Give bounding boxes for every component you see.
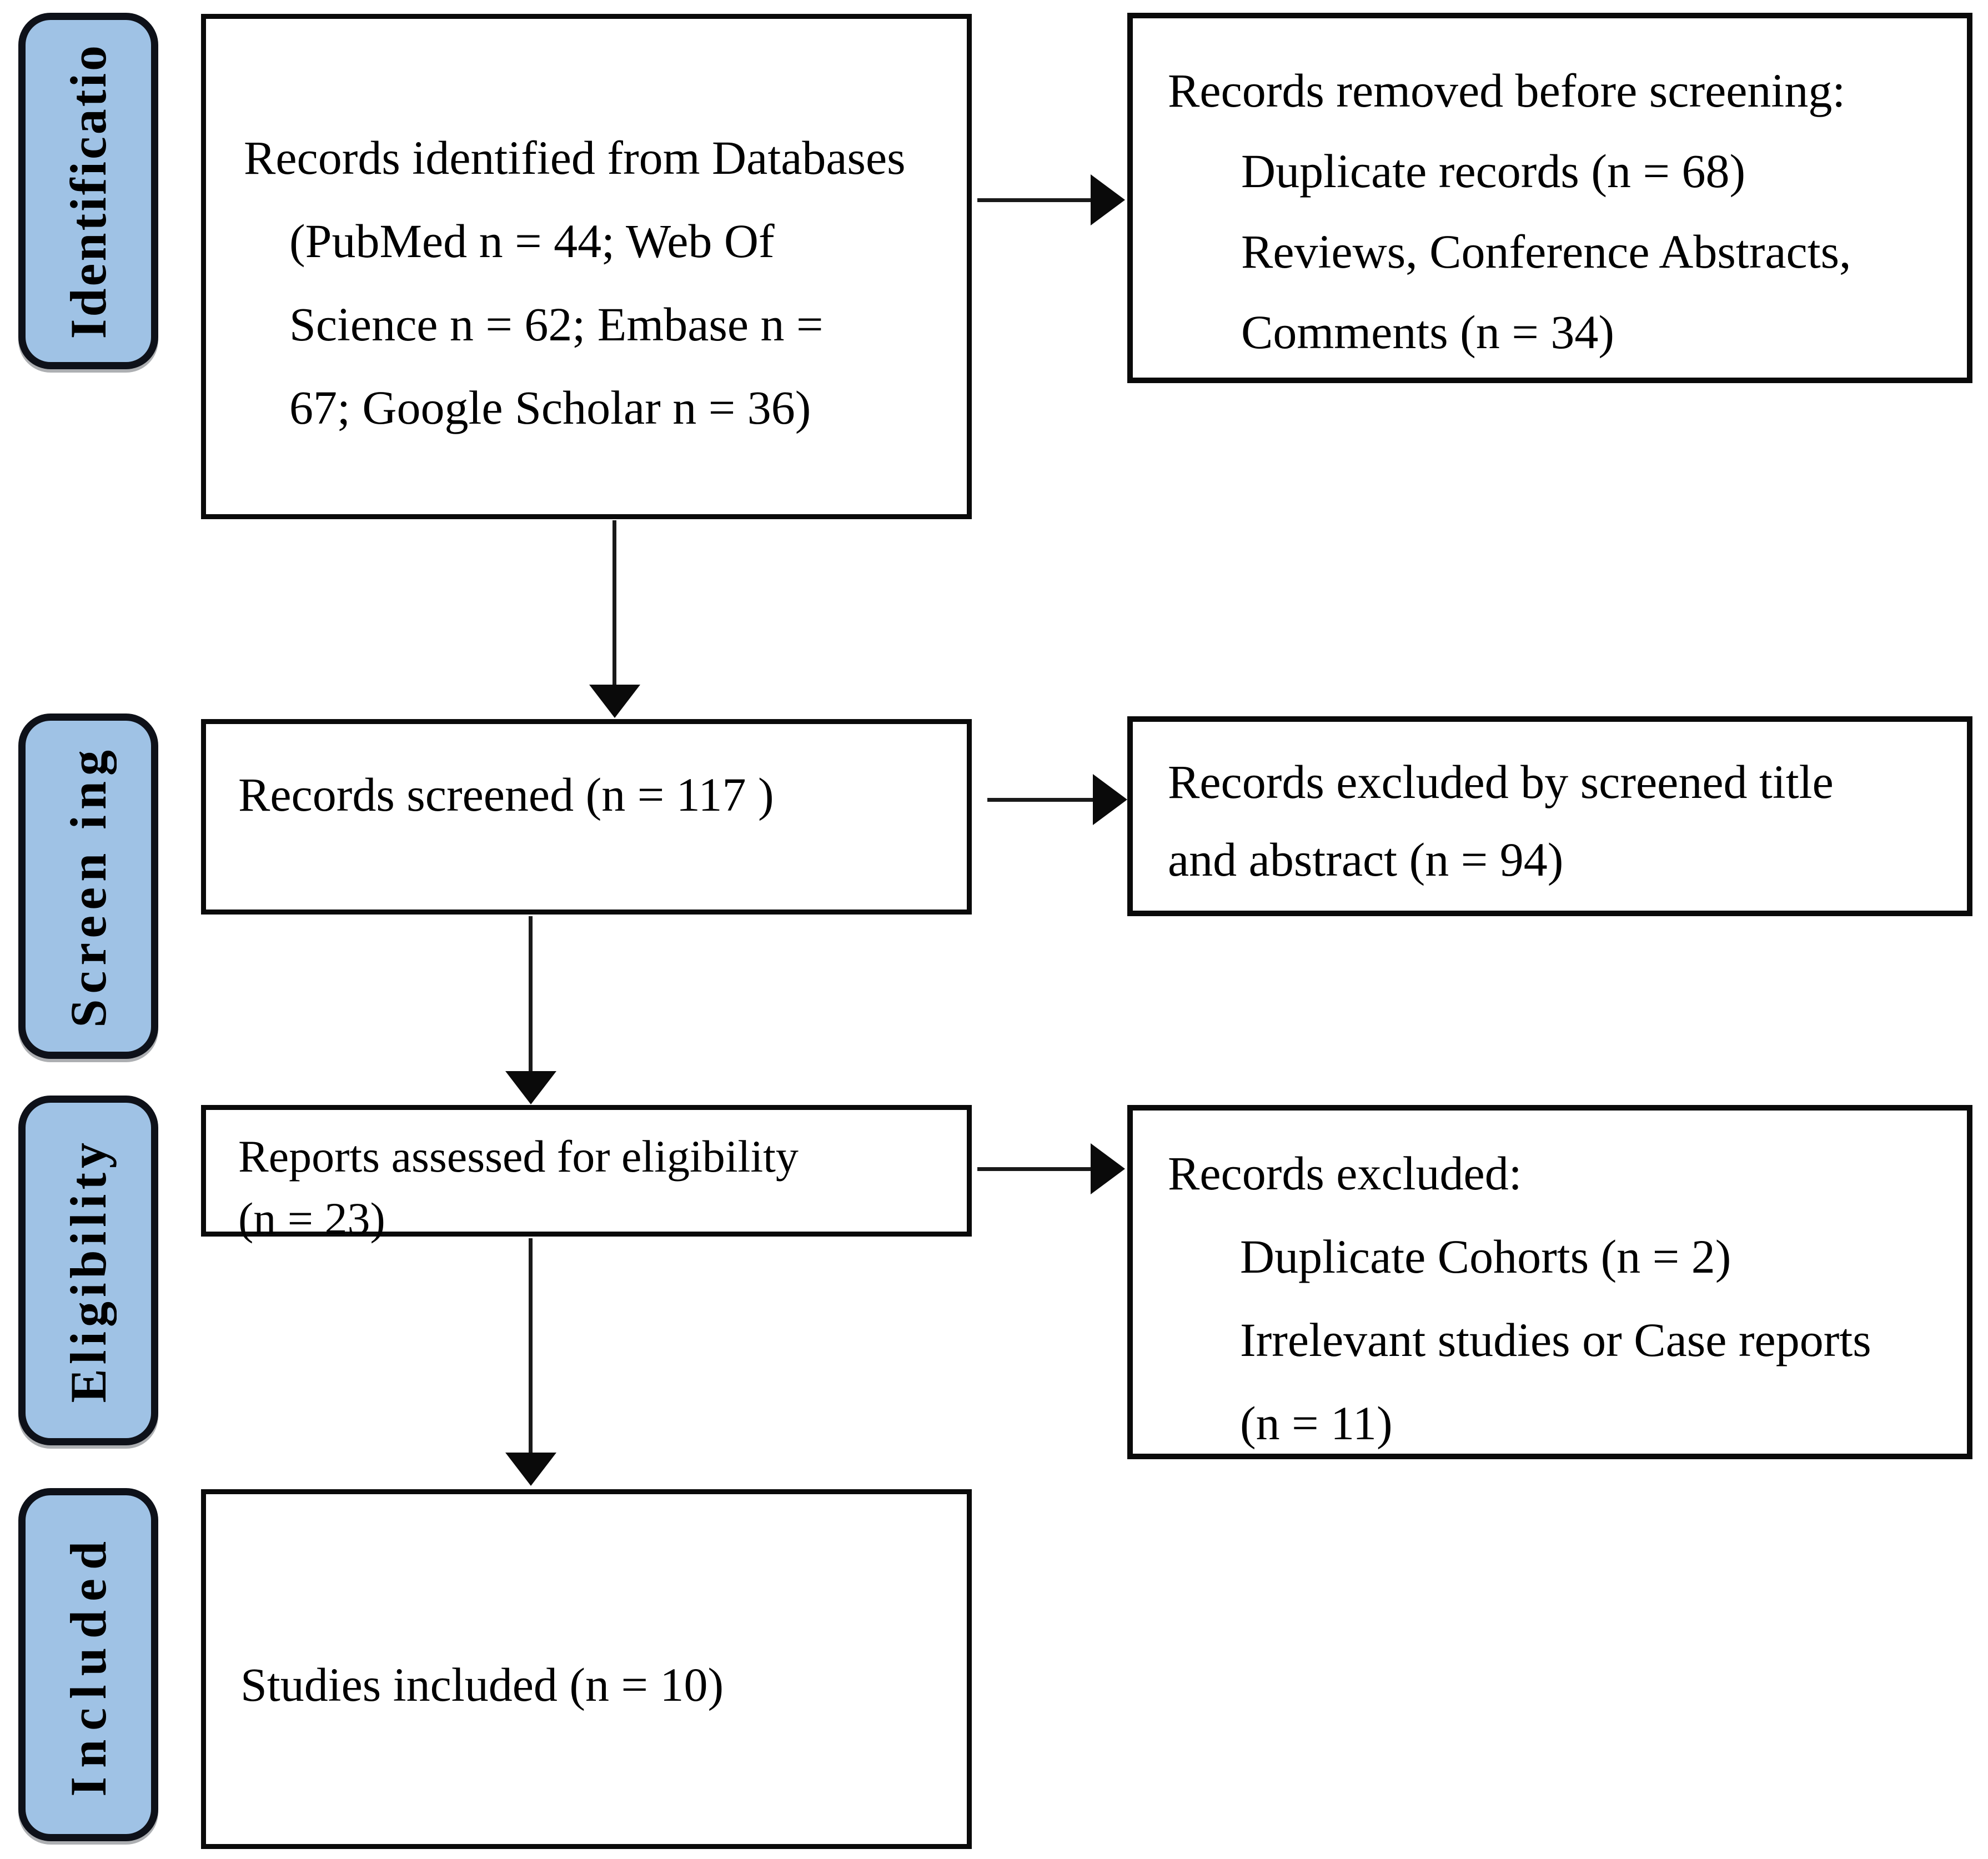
stage-label-identification-text: Identificatio bbox=[60, 43, 117, 339]
box-line: Reports assessed for eligibility bbox=[238, 1131, 799, 1182]
box-studies-included: Studies included (n = 10) bbox=[201, 1489, 972, 1849]
stage-label-screening: Screen ing bbox=[18, 714, 158, 1059]
box-line: 67; Google Scholar n = 36) bbox=[289, 381, 811, 434]
box-records-removed: Records removed before screening: Duplic… bbox=[1127, 13, 1972, 383]
stage-label-identification: Identificatio bbox=[18, 13, 158, 369]
arrow-assessed-to-excluded-line bbox=[977, 1167, 1093, 1171]
box-line: (PubMed n = 44; Web Of bbox=[289, 214, 775, 268]
arrow-screened-to-excluded-line bbox=[987, 798, 1096, 802]
box-reports-assessed: Reports assessed for eligibility (n = 23… bbox=[201, 1105, 972, 1244]
box-records-screened: Records screened (n = 117 ) bbox=[201, 719, 972, 915]
box-line: Records excluded by screened title bbox=[1168, 755, 1834, 808]
arrow-right-icon bbox=[1093, 774, 1127, 825]
box-line: Records excluded: bbox=[1168, 1147, 1522, 1200]
box-line: Comments (n = 34) bbox=[1241, 305, 1614, 359]
box-line: Records identified from Databases bbox=[244, 131, 906, 184]
arrow-screened-to-assessed-line bbox=[529, 916, 533, 1073]
box-line: Duplicate Cohorts (n = 2) bbox=[1240, 1230, 1731, 1283]
box-excluded-title-abstract: Records excluded by screened title and a… bbox=[1127, 716, 1972, 916]
arrow-down-icon bbox=[505, 1071, 556, 1104]
box-line: Science n = 62; Embase n = bbox=[289, 298, 824, 351]
box-line: Records screened (n = 117 ) bbox=[238, 768, 774, 821]
arrow-right-icon bbox=[1091, 1143, 1125, 1194]
arrow-down-icon bbox=[505, 1453, 556, 1486]
box-line: Irrelevant studies or Case reports bbox=[1240, 1313, 1871, 1366]
box-line: Records removed before screening: bbox=[1168, 64, 1846, 117]
stage-label-included-text: Included bbox=[60, 1533, 117, 1797]
box-line: (n = 11) bbox=[1240, 1396, 1393, 1450]
box-line: Duplicate records (n = 68) bbox=[1241, 144, 1746, 198]
stage-label-eligibility: Eligibility bbox=[18, 1096, 158, 1445]
arrow-identified-to-screened-line bbox=[613, 520, 616, 687]
stage-label-included: Included bbox=[18, 1488, 158, 1841]
stage-label-screening-text: Screen ing bbox=[60, 745, 117, 1028]
box-line: and abstract (n = 94) bbox=[1168, 833, 1564, 886]
box-records-identified: Records identified from Databases (PubMe… bbox=[201, 14, 972, 519]
stage-label-eligibility-text: Eligibility bbox=[60, 1138, 117, 1403]
arrow-assessed-to-included-line bbox=[529, 1238, 533, 1455]
arrow-down-icon bbox=[589, 685, 640, 718]
arrow-identified-to-removed-line bbox=[977, 198, 1093, 202]
box-line: Reviews, Conference Abstracts, bbox=[1241, 225, 1851, 278]
box-line: (n = 23) bbox=[238, 1193, 385, 1244]
box-line: Studies included (n = 10) bbox=[240, 1658, 724, 1711]
arrow-right-icon bbox=[1091, 174, 1125, 225]
box-records-excluded: Records excluded: Duplicate Cohorts (n =… bbox=[1127, 1105, 1972, 1459]
